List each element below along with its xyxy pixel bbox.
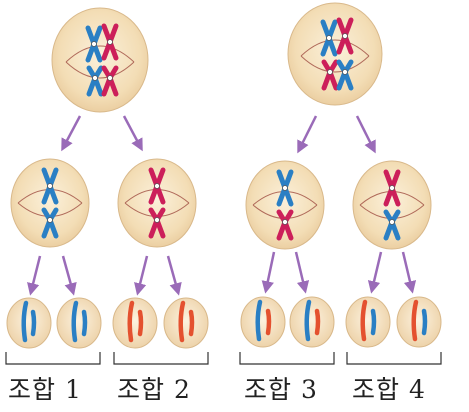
arrows-meiosis-2	[27, 251, 417, 296]
combination-3-label: 조합 3	[244, 375, 318, 404]
gamete-4a	[345, 296, 391, 348]
chromosome-blue-large	[276, 169, 294, 207]
chromosome-blue-small	[86, 65, 104, 97]
combination-1-label: 조합 1	[8, 375, 82, 404]
combination-2-label: 조합 2	[117, 375, 191, 404]
chromosome-blue-large	[85, 25, 103, 63]
daughter-cell-3	[245, 160, 325, 250]
combination-4-label: 조합 4	[352, 375, 426, 404]
chromosome-blue-large	[320, 19, 338, 57]
chromosome-blue-large	[41, 167, 59, 205]
gamete-3a	[240, 296, 286, 348]
chromosome-red-small	[101, 65, 119, 97]
chromosome-red-small	[321, 59, 339, 91]
parent-cell-left	[51, 7, 149, 113]
chromosome-red-large	[336, 17, 354, 55]
gamete-4b	[396, 296, 442, 348]
gamete-2a	[112, 297, 158, 349]
chromosome-red-large	[101, 23, 119, 61]
daughter-cell-1	[10, 158, 90, 248]
daughter-cell-4	[352, 160, 432, 250]
gamete-3b	[289, 296, 335, 348]
gamete-1a	[6, 297, 52, 349]
parent-cell-right	[287, 2, 383, 106]
chromosome-red-large	[148, 167, 166, 205]
arrows-meiosis-1	[61, 115, 376, 154]
gamete-1b	[56, 297, 102, 349]
chromosome-red-small	[148, 207, 166, 239]
chromosome-red-large	[383, 169, 401, 207]
chromosome-blue-small	[41, 207, 59, 239]
gamete-2b	[163, 297, 209, 349]
chromosome-blue-small	[383, 209, 401, 241]
chromosome-red-small	[276, 209, 294, 241]
daughter-cell-2	[117, 158, 197, 248]
brackets	[5, 352, 442, 365]
chromosome-blue-small	[336, 59, 354, 91]
